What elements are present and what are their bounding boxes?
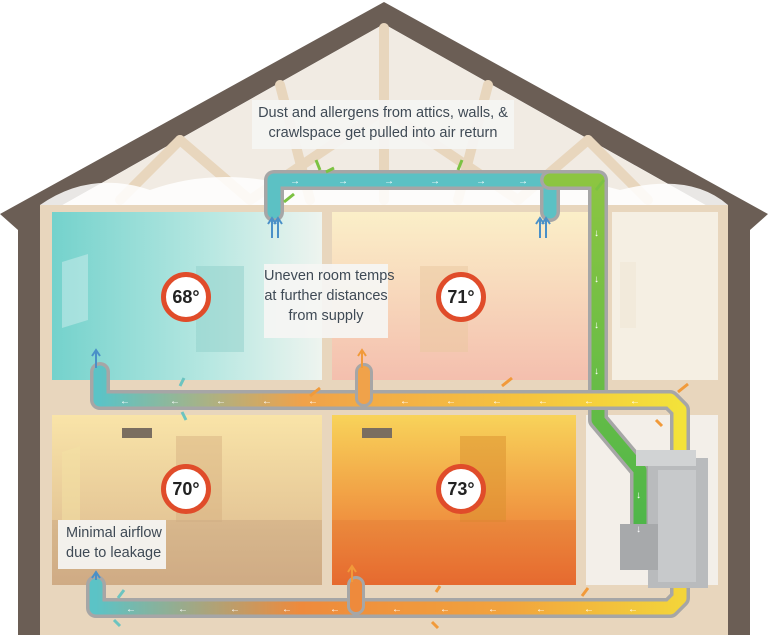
svg-text:←: ← (308, 396, 318, 407)
svg-text:←: ← (446, 396, 456, 407)
svg-text:←: ← (536, 604, 546, 615)
temp-gauge-lower-middle: 73° (436, 464, 486, 514)
svg-text:→: → (338, 176, 348, 187)
furnace (620, 450, 708, 588)
temp-gauge-upper-middle: 71° (436, 272, 486, 322)
svg-text:←: ← (120, 396, 130, 407)
svg-text:→: → (518, 176, 528, 187)
callout-dust-allergens: Dust and allergens from attics, walls, &… (252, 100, 514, 149)
svg-text:←: ← (178, 604, 188, 615)
svg-text:←: ← (262, 396, 272, 407)
svg-text:←: ← (282, 604, 292, 615)
svg-text:←: ← (584, 396, 594, 407)
temp-value: 68° (172, 286, 200, 307)
callout-leak-line-2: due to leakage (66, 545, 162, 561)
svg-text:←: ← (628, 604, 638, 615)
left-siding (18, 215, 40, 635)
svg-text:←: ← (492, 396, 502, 407)
svg-text:←: ← (392, 604, 402, 615)
svg-text:←: ← (330, 604, 340, 615)
callout-dust-line-1: Dust and allergens from attics, walls, & (258, 105, 508, 121)
svg-text:→: → (476, 176, 486, 187)
duct-system (86, 170, 690, 618)
svg-text:←: ← (488, 604, 498, 615)
svg-text:←: ← (630, 396, 640, 407)
temp-value: 73° (447, 478, 475, 499)
temp-value: 70° (172, 478, 200, 499)
svg-text:←: ← (440, 604, 450, 615)
callout-uneven-line-1: Uneven room temps (264, 268, 395, 284)
svg-text:←: ← (400, 396, 410, 407)
temp-gauge-lower-left: 70° (161, 464, 211, 514)
callout-leakage: Minimal airflow due to leakage (58, 520, 166, 569)
svg-text:←: ← (538, 396, 548, 407)
svg-text:↓: ↓ (594, 228, 599, 239)
svg-text:↓: ↓ (594, 274, 599, 285)
svg-text:←: ← (170, 396, 180, 407)
airflow-arrows (91, 159, 689, 630)
svg-text:→: → (430, 176, 440, 187)
temp-gauge-upper-left: 68° (161, 272, 211, 322)
callout-leak-line-1: Minimal airflow (66, 525, 162, 541)
svg-text:←: ← (216, 396, 226, 407)
callout-uneven-line-3: from supply (288, 308, 364, 324)
svg-text:↓: ↓ (594, 320, 599, 331)
callout-uneven-line-2: at further distances (264, 288, 388, 304)
svg-text:←: ← (126, 604, 136, 615)
svg-text:←: ← (584, 604, 594, 615)
callout-uneven-temps: Uneven room temps at further distances f… (264, 264, 395, 338)
svg-text:←: ← (230, 604, 240, 615)
callout-dust-line-2: crawlspace get pulled into air return (268, 125, 498, 141)
vent-grilles (122, 428, 392, 438)
flow-arrows: → → → → → → ↓ ↓ ↓ ↓ ↓ ↓ ← ← ← ← ← ← ← ← ← ← ← ← ← ← ← ← ← ← ← ← ← ← (120, 176, 641, 615)
svg-text:↓: ↓ (636, 524, 641, 535)
svg-text:↓: ↓ (594, 366, 599, 377)
temp-value: 71° (447, 286, 475, 307)
svg-text:↓: ↓ (636, 490, 641, 501)
right-siding (728, 215, 750, 635)
svg-text:→: → (384, 176, 394, 187)
svg-text:→: → (290, 176, 300, 187)
